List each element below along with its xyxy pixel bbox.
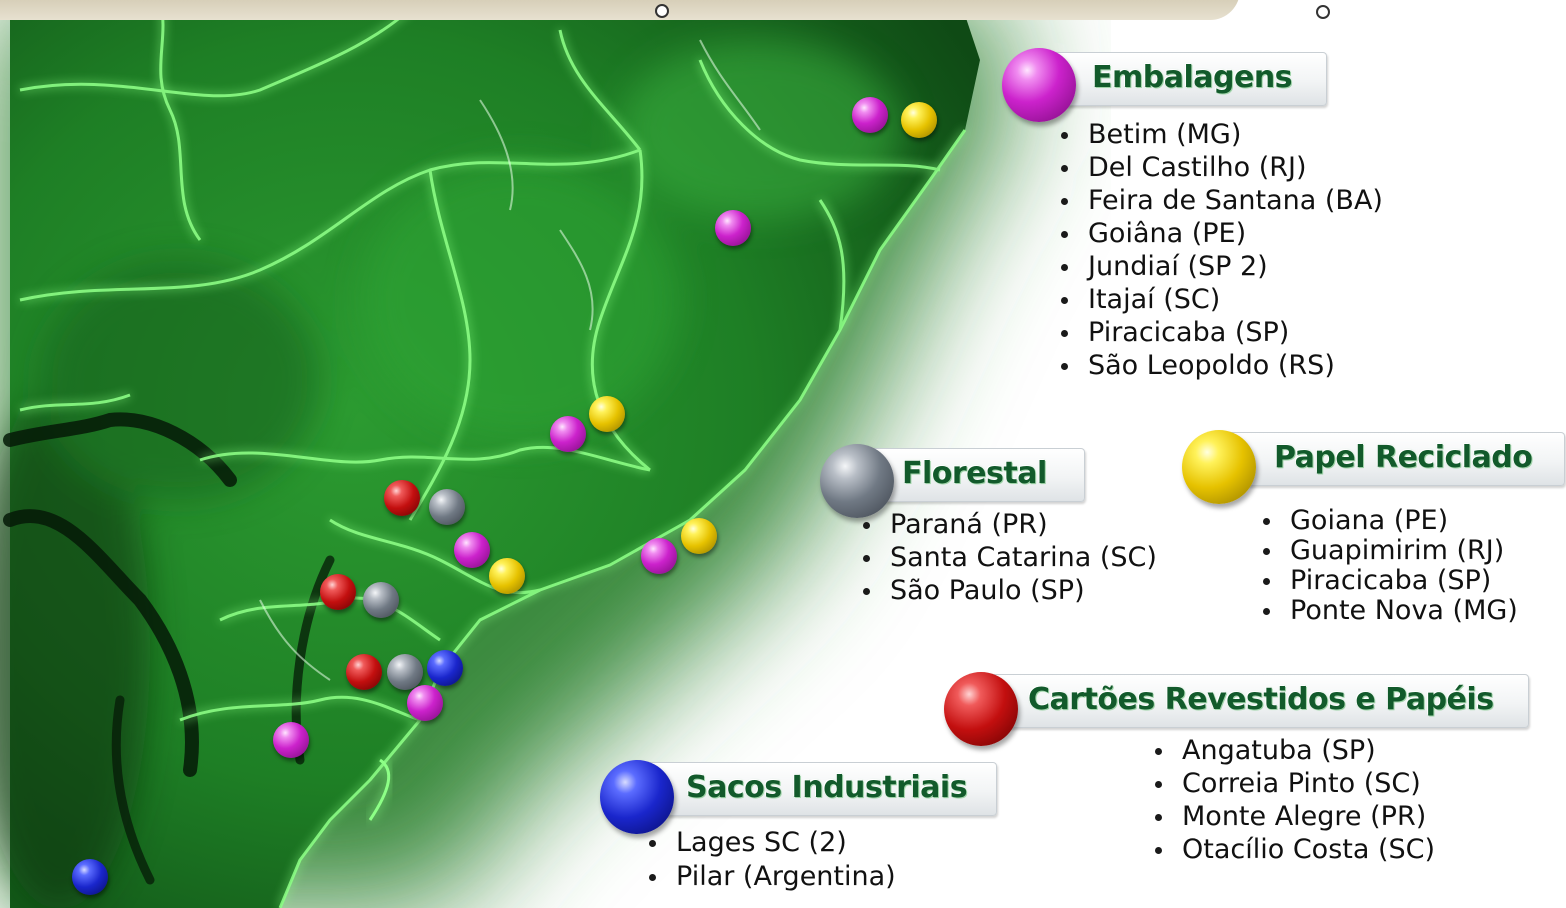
- legend-list-item: Lages SC (2): [646, 826, 896, 860]
- papel-reciclado-ball-icon: [1182, 430, 1256, 504]
- florestal-marker-icon: [363, 582, 399, 618]
- legend-list-item: Monte Alegre (PR): [1152, 800, 1435, 833]
- embalagens-marker-icon: [454, 532, 490, 568]
- legend-list-item: Piracicaba (SP): [1058, 316, 1383, 349]
- papel_reciclado-marker-icon: [681, 518, 717, 554]
- legend-tab: [1040, 52, 1327, 106]
- legend-title: Cartões Revestidos e Papéis: [1028, 682, 1494, 717]
- legend-list-item: Paraná (PR): [860, 508, 1157, 541]
- legend-list-item: Piracicaba (SP): [1260, 566, 1518, 596]
- sacos-ball-icon: [600, 760, 674, 834]
- legend-list-item: Pilar (Argentina): [646, 860, 896, 894]
- legend-list-item: Ponte Nova (MG): [1260, 596, 1518, 626]
- legend-list-item: São Paulo (SP): [860, 574, 1157, 607]
- legend-list: Angatuba (SP)Correia Pinto (SC)Monte Ale…: [1152, 734, 1435, 866]
- legend-list-item: Goiana (PE): [1260, 506, 1518, 536]
- embalagens-marker-icon: [852, 97, 888, 133]
- legend-sacos: Sacos Industriais Lages SC (2)Pilar (Arg…: [600, 758, 1020, 903]
- legend-tab: [856, 448, 1085, 502]
- legend-list-item: Feira de Santana (BA): [1058, 184, 1383, 217]
- florestal-marker-icon: [387, 654, 423, 690]
- embalagens-marker-icon: [407, 685, 443, 721]
- legend-list: Paraná (PR)Santa Catarina (SC)São Paulo …: [860, 508, 1157, 607]
- legend-tab: [640, 762, 997, 816]
- legend-cartoes: Cartões Revestidos e Papéis Angatuba (SP…: [944, 670, 1544, 870]
- cartoes-ball-icon: [944, 672, 1018, 746]
- embalagens-marker-icon: [641, 538, 677, 574]
- legend-list-item: Angatuba (SP): [1152, 734, 1435, 767]
- top-banner: [0, 0, 1240, 20]
- embalagens-marker-icon: [715, 210, 751, 246]
- papel_reciclado-marker-icon: [589, 396, 625, 432]
- anchor-ring-icon: [1316, 5, 1330, 19]
- cartoes-marker-icon: [384, 480, 420, 516]
- legend-florestal: Florestal Paraná (PR)Santa Catarina (SC)…: [820, 444, 1200, 614]
- legend-list-item: Correia Pinto (SC): [1152, 767, 1435, 800]
- legend-tab: [984, 674, 1529, 728]
- legend-list-item: São Leopoldo (RS): [1058, 349, 1383, 382]
- legend-list-item: Guapimirim (RJ): [1260, 536, 1518, 566]
- papel_reciclado-marker-icon: [901, 102, 937, 138]
- legend-list-item: Santa Catarina (SC): [860, 541, 1157, 574]
- legend-title: Florestal: [902, 456, 1047, 491]
- florestal-ball-icon: [820, 444, 894, 518]
- legend-title: Papel Reciclado: [1274, 440, 1533, 475]
- embalagens-ball-icon: [1002, 48, 1076, 122]
- embalagens-marker-icon: [550, 416, 586, 452]
- legend-list-item: Itajaí (SC): [1058, 283, 1383, 316]
- florestal-marker-icon: [429, 489, 465, 525]
- legend-list-item: Del Castilho (RJ): [1058, 151, 1383, 184]
- cartoes-marker-icon: [320, 574, 356, 610]
- legend-embalagens: Embalagens Betim (MG)Del Castilho (RJ)Fe…: [1000, 48, 1440, 388]
- legend-list: Goiana (PE)Guapimirim (RJ)Piracicaba (SP…: [1260, 506, 1518, 626]
- legend-list: Lages SC (2)Pilar (Argentina): [646, 826, 896, 894]
- legend-title: Sacos Industriais: [686, 770, 968, 805]
- sacos-marker-icon: [72, 859, 108, 895]
- legend-list-item: Betim (MG): [1058, 118, 1383, 151]
- legend-list-item: Goiâna (PE): [1058, 217, 1383, 250]
- legend-list: Betim (MG)Del Castilho (RJ)Feira de Sant…: [1058, 118, 1383, 382]
- legend-list-item: Jundiaí (SP 2): [1058, 250, 1383, 283]
- legend-title: Embalagens: [1092, 60, 1293, 95]
- papel_reciclado-marker-icon: [489, 558, 525, 594]
- anchor-ring-icon: [655, 4, 669, 18]
- legend-list-item: Otacílio Costa (SC): [1152, 833, 1435, 866]
- legend-papel-reciclado: Papel Reciclado Goiana (PE)Guapimirim (R…: [1182, 428, 1566, 638]
- cartoes-marker-icon: [346, 654, 382, 690]
- sacos-marker-icon: [427, 650, 463, 686]
- embalagens-marker-icon: [273, 722, 309, 758]
- legend-tab: [1222, 432, 1565, 486]
